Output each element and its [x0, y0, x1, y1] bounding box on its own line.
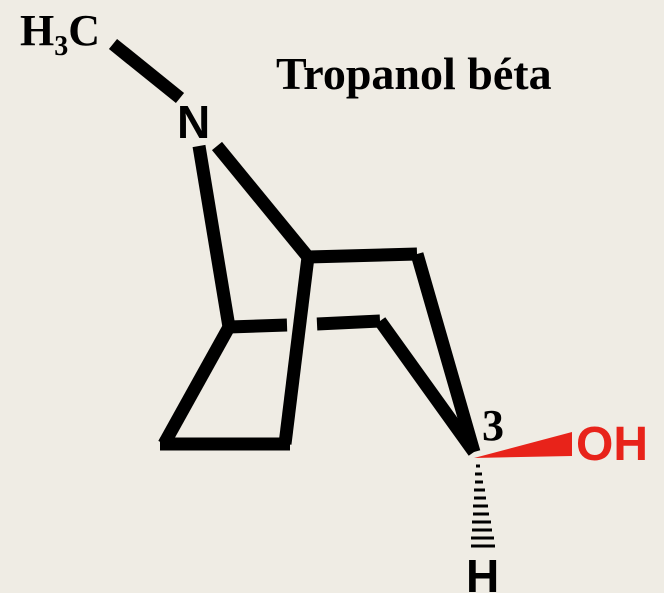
bond-middle-c3: [374, 317, 480, 456]
wedge-bond-hydroxyl: [474, 432, 572, 458]
bond-methyl-nitrogen: [108, 38, 185, 104]
bond-left-bridgehead-c6: [158, 323, 235, 448]
bond-c2-c3: [410, 252, 481, 454]
bond-skeleton: [108, 38, 481, 456]
methyl-c: C: [68, 6, 100, 55]
methyl-subscript: 3: [54, 31, 68, 62]
bond-right-bridgehead-c7: [278, 256, 315, 445]
nitrogen-atom-label: N: [177, 96, 210, 148]
methyl-label: H3C: [20, 6, 100, 62]
diagram-title: Tropanol béta: [276, 48, 552, 99]
bond-nitrogen-left-bridgehead: [192, 144, 236, 329]
bond-left-bridgehead-middle-a: [228, 318, 288, 334]
methyl-h: H: [20, 6, 54, 55]
hydroxyl-label: OH: [576, 418, 648, 471]
carbon-position-label: 3: [482, 401, 504, 450]
bond-nitrogen-right-bridgehead: [211, 141, 314, 262]
bond-left-bridgehead-middle-b: [316, 314, 381, 331]
bond-right-bridgehead-c2: [307, 247, 418, 264]
hydrogen-atom-label: H: [466, 550, 499, 593]
hashed-bond-hydrogen: [471, 464, 495, 548]
